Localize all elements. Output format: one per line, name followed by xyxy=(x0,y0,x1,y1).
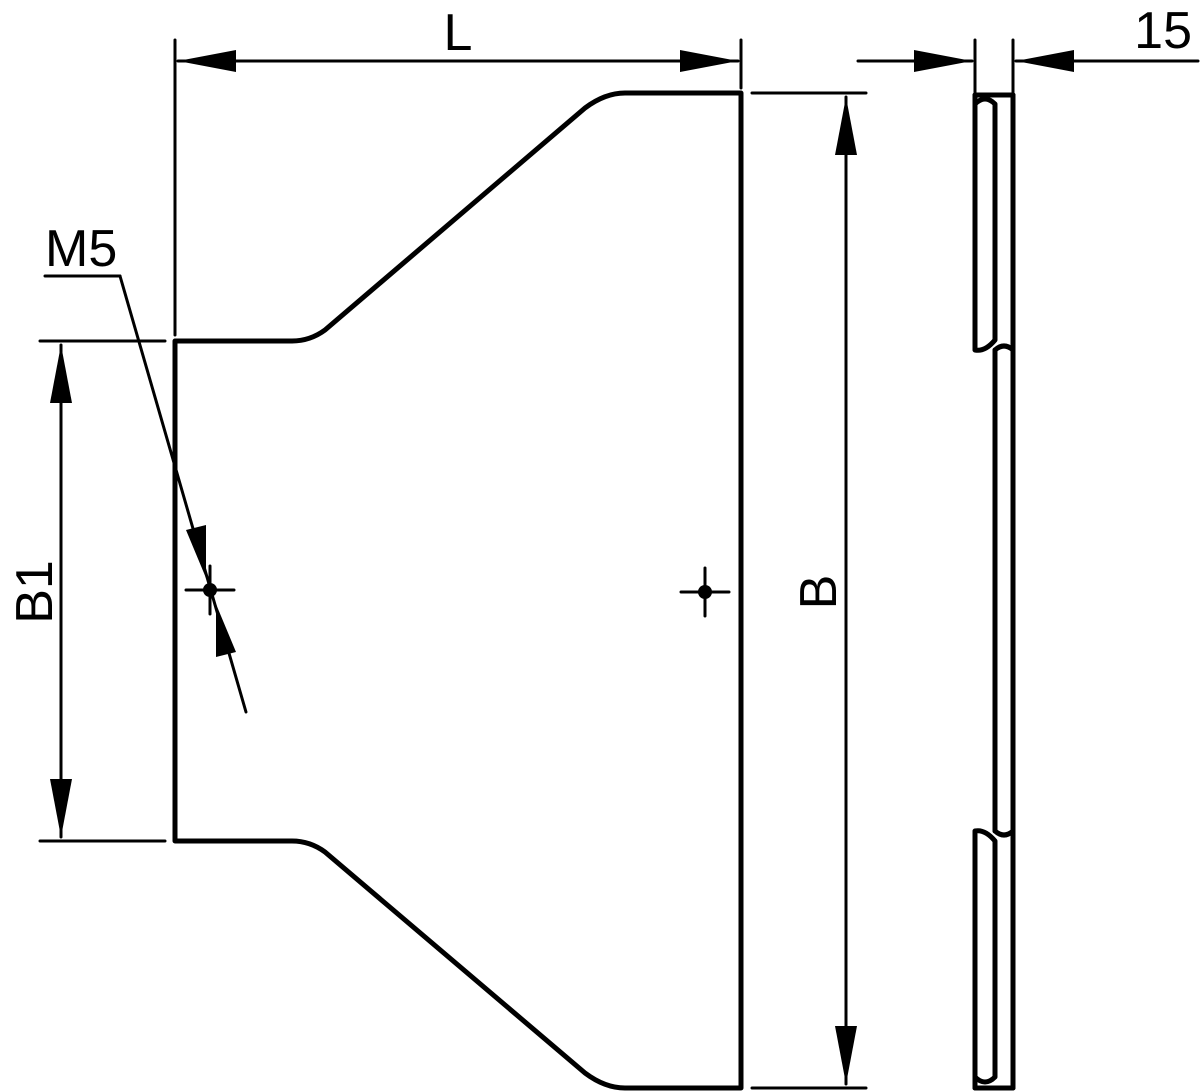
leader-arrow-icon xyxy=(216,604,236,657)
thread-label: M5 xyxy=(45,220,117,278)
plate-outline xyxy=(172,90,744,1091)
dimension-small-width: B1 xyxy=(6,339,167,843)
arrow-up-icon xyxy=(835,97,857,155)
leader-arrow-icon xyxy=(186,525,206,578)
side-view-slot-bottom xyxy=(992,828,1016,838)
dimension-length: L xyxy=(173,4,743,337)
thickness-label: 15 xyxy=(1134,2,1192,60)
thread-callout: M5 xyxy=(43,220,248,714)
arrow-left-icon xyxy=(1016,50,1074,72)
arrow-left-icon xyxy=(178,50,236,72)
side-view-slot-top xyxy=(992,343,1016,353)
arrow-up-icon xyxy=(50,345,72,403)
center-mark-right xyxy=(679,566,731,618)
arrow-right-icon xyxy=(914,50,972,72)
small-width-label: B1 xyxy=(6,560,64,624)
arrow-right-icon xyxy=(680,50,738,72)
side-view xyxy=(972,92,1016,1091)
side-view-upper-segment xyxy=(972,92,998,353)
side-view-lower-segment xyxy=(972,828,998,1091)
arrow-down-icon xyxy=(835,1026,857,1084)
large-width-label: B xyxy=(790,575,848,610)
dimension-thickness: 15 xyxy=(856,2,1200,97)
length-label: L xyxy=(444,4,473,62)
dimension-large-width: B xyxy=(750,91,868,1090)
arrow-down-icon xyxy=(50,779,72,837)
